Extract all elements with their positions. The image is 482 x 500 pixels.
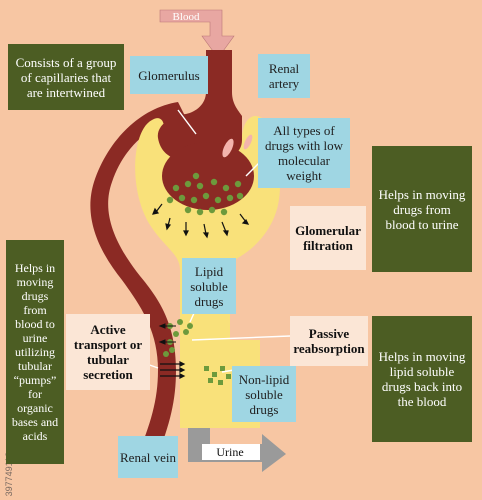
lipid-soluble-label: Lipid soluble drugs [182,258,236,314]
secretion-arrows [160,361,186,379]
non-lipid-soluble-label: Non-lipid soluble drugs [232,366,296,422]
reabsorption-arrows [158,323,176,345]
reabsorption-function-note: Helps in moving lipid soluble drugs back… [372,316,472,442]
glomerulus-highlight [243,134,253,150]
blood-inflow-arrow [159,9,235,59]
tubular-pumps-note: Helps in moving drugs from blood to urin… [6,240,64,464]
renal-vein-label: Renal vein [118,436,178,478]
renal-vein-vessel [90,102,186,470]
urine-label: Urine [216,445,243,459]
urine-label-box [202,444,260,460]
glomerulus-highlight [222,138,234,158]
filtration-arrows [152,203,250,239]
renal-artery-vessel [157,50,242,160]
glomerulus-label: Glomerulus [130,56,208,94]
blood-label: Blood [173,11,200,23]
passive-reabsorption-label: Passive reabsorption [290,316,368,366]
low-molecular-drugs-label: All types of drugs with low molecular we… [258,118,350,188]
filtered-drug-dots [166,172,244,216]
lipid-drug-dots [163,319,193,357]
glomerulus-tuft [162,142,254,210]
filtration-function-note: Helps in moving drugs from blood to urin… [372,146,472,272]
non-lipid-drug-squares [204,366,231,385]
renal-artery-label: Renal artery [258,54,310,98]
glomerular-filtration-label: Glomerular filtration [290,206,366,270]
capillaries-note: Consists of a group of capillaries that … [8,44,124,110]
active-transport-label: Active transport or tubular secretion [66,314,150,390]
